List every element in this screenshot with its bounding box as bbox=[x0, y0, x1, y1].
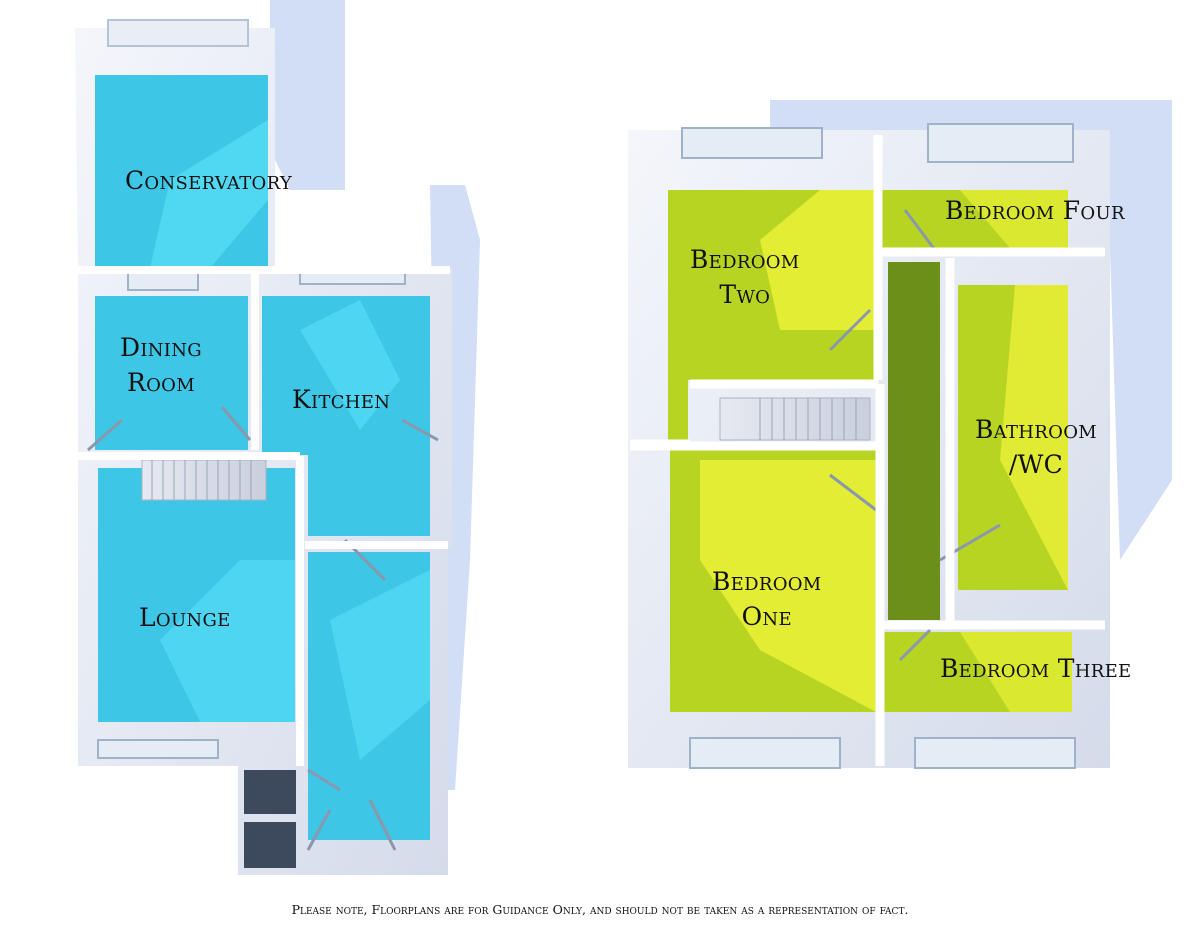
bedroom-one-label: Bedroom One bbox=[712, 564, 822, 634]
bedroom-two-label-line1: Bedroom bbox=[690, 245, 800, 274]
kitchen-label: Kitchen bbox=[292, 385, 391, 414]
dining-room-label: Dining Room bbox=[120, 330, 202, 400]
first-floor-stairs bbox=[719, 397, 871, 441]
dining-room-label-line2: Room bbox=[126, 368, 195, 397]
lounge-label: Lounge bbox=[139, 603, 231, 632]
ground-floor bbox=[75, 0, 480, 875]
bedroom-four-label: Bedroom Four bbox=[945, 196, 1125, 225]
bedroom-one-label-line1: Bedroom bbox=[712, 567, 822, 596]
bedroom-three-label: Bedroom Three bbox=[940, 654, 1132, 683]
bedroom-three-window bbox=[914, 737, 1076, 769]
lounge-window bbox=[97, 739, 219, 759]
disclaimer-note: Please note, Floorplans are for Guidance… bbox=[291, 902, 909, 917]
first-floor-internal-walls bbox=[630, 135, 1105, 766]
first-floor bbox=[628, 100, 1172, 769]
store-cupboard-2 bbox=[244, 822, 296, 868]
bathroom-label-line2: /WC bbox=[1008, 450, 1064, 479]
store-cupboard-1 bbox=[244, 770, 296, 814]
first-floor-shadow bbox=[770, 100, 1172, 560]
landing-floor bbox=[888, 262, 940, 620]
bedroom-two-window bbox=[681, 127, 823, 159]
bedroom-two-label-line2: Two bbox=[719, 280, 771, 309]
dining-room-label-line1: Dining bbox=[120, 333, 202, 362]
bathroom-label-line1: Bathroom bbox=[975, 415, 1097, 444]
ground-floor-stairs bbox=[141, 459, 267, 501]
bedroom-one-window bbox=[689, 737, 841, 769]
conservatory-roof-window bbox=[107, 19, 249, 47]
dining-room-floor bbox=[95, 296, 248, 450]
conservatory-label: Conservatory bbox=[125, 166, 293, 195]
bedroom-four-window bbox=[927, 123, 1074, 163]
bathroom-label: Bathroom /WC bbox=[975, 412, 1097, 482]
ground-floor-internal-walls bbox=[78, 266, 450, 766]
bedroom-one-label-line2: One bbox=[741, 602, 792, 631]
dining-room-window bbox=[127, 271, 199, 291]
bedroom-two-label: Bedroom Two bbox=[690, 242, 800, 312]
